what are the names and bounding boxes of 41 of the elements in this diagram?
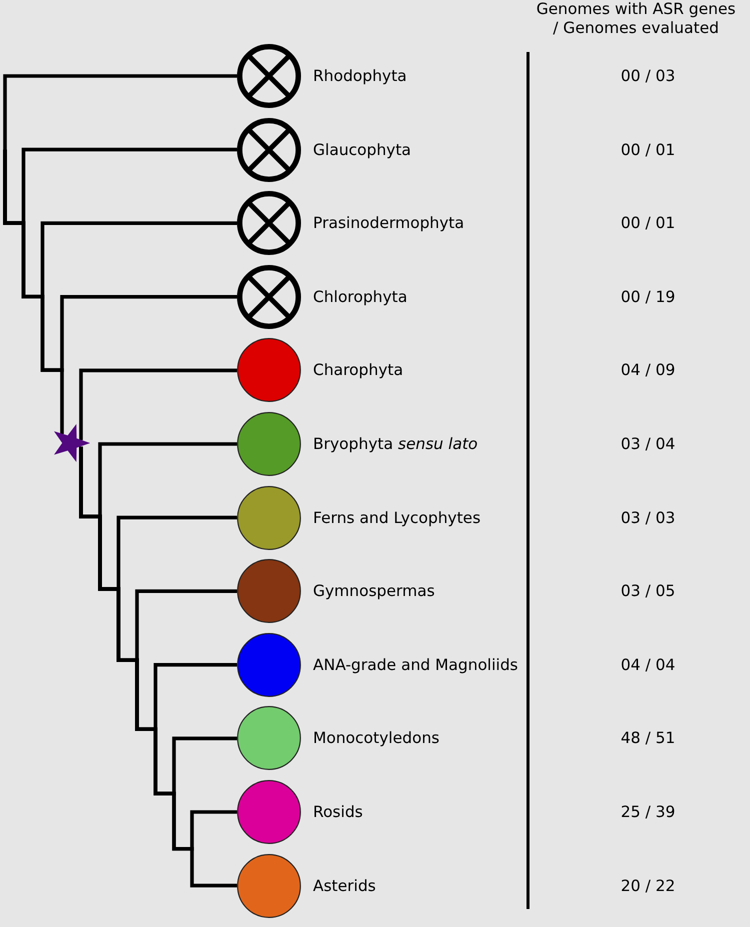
circle-icon (237, 486, 301, 550)
taxon-label: Charophyta (313, 360, 404, 380)
genome-count: 00 / 01 (620, 213, 676, 234)
genome-count: 03 / 05 (620, 581, 676, 602)
circle-icon (237, 559, 301, 624)
circle-icon (237, 706, 301, 770)
circle-icon (237, 632, 301, 697)
crossed-circle-icon (237, 264, 301, 329)
taxon-label: Rosids (313, 802, 363, 822)
genome-count: 00 / 03 (620, 66, 676, 86)
genome-count: 25 / 39 (620, 802, 676, 822)
crossed-circle-icon (237, 44, 301, 108)
genome-count: 04 / 09 (620, 360, 676, 380)
taxon-label: Ferns and Lycophytes (313, 508, 481, 528)
circle-icon (237, 412, 301, 476)
tree-branch (3, 74, 237, 150)
circle-icon (237, 338, 301, 402)
taxon-label: Rhodophyta (313, 66, 407, 86)
taxon-label: Asterids (313, 876, 376, 896)
taxon-label: Monocotyledons (313, 728, 440, 748)
taxon-label: Gymnospermas (313, 581, 435, 602)
genome-count: 00 / 19 (620, 286, 676, 307)
genome-count: 00 / 01 (620, 140, 676, 160)
genome-count: 03 / 03 (620, 508, 676, 528)
genome-count: 04 / 04 (620, 654, 676, 675)
taxon-label: Bryophyta sensu lato (313, 434, 478, 454)
genome-count: 03 / 04 (620, 434, 676, 454)
taxon-label: Prasinodermophyta (313, 213, 464, 234)
taxon-label: ANA-grade and Magnoliids (313, 654, 518, 675)
genome-count: 20 / 22 (620, 876, 676, 896)
tree-branch (79, 368, 237, 440)
genome-count: 48 / 51 (620, 728, 676, 748)
taxon-label: Glaucophyta (313, 140, 412, 160)
circle-icon (237, 854, 301, 918)
crossed-circle-icon (237, 118, 301, 182)
taxon-label: Chlorophyta (313, 286, 408, 307)
column-header: Genomes with ASR genes / Genomes evaluated (535, 0, 737, 38)
tree-branch (3, 150, 64, 434)
crossed-circle-icon (237, 191, 301, 256)
star-icon (54, 424, 90, 462)
circle-icon (237, 780, 301, 844)
